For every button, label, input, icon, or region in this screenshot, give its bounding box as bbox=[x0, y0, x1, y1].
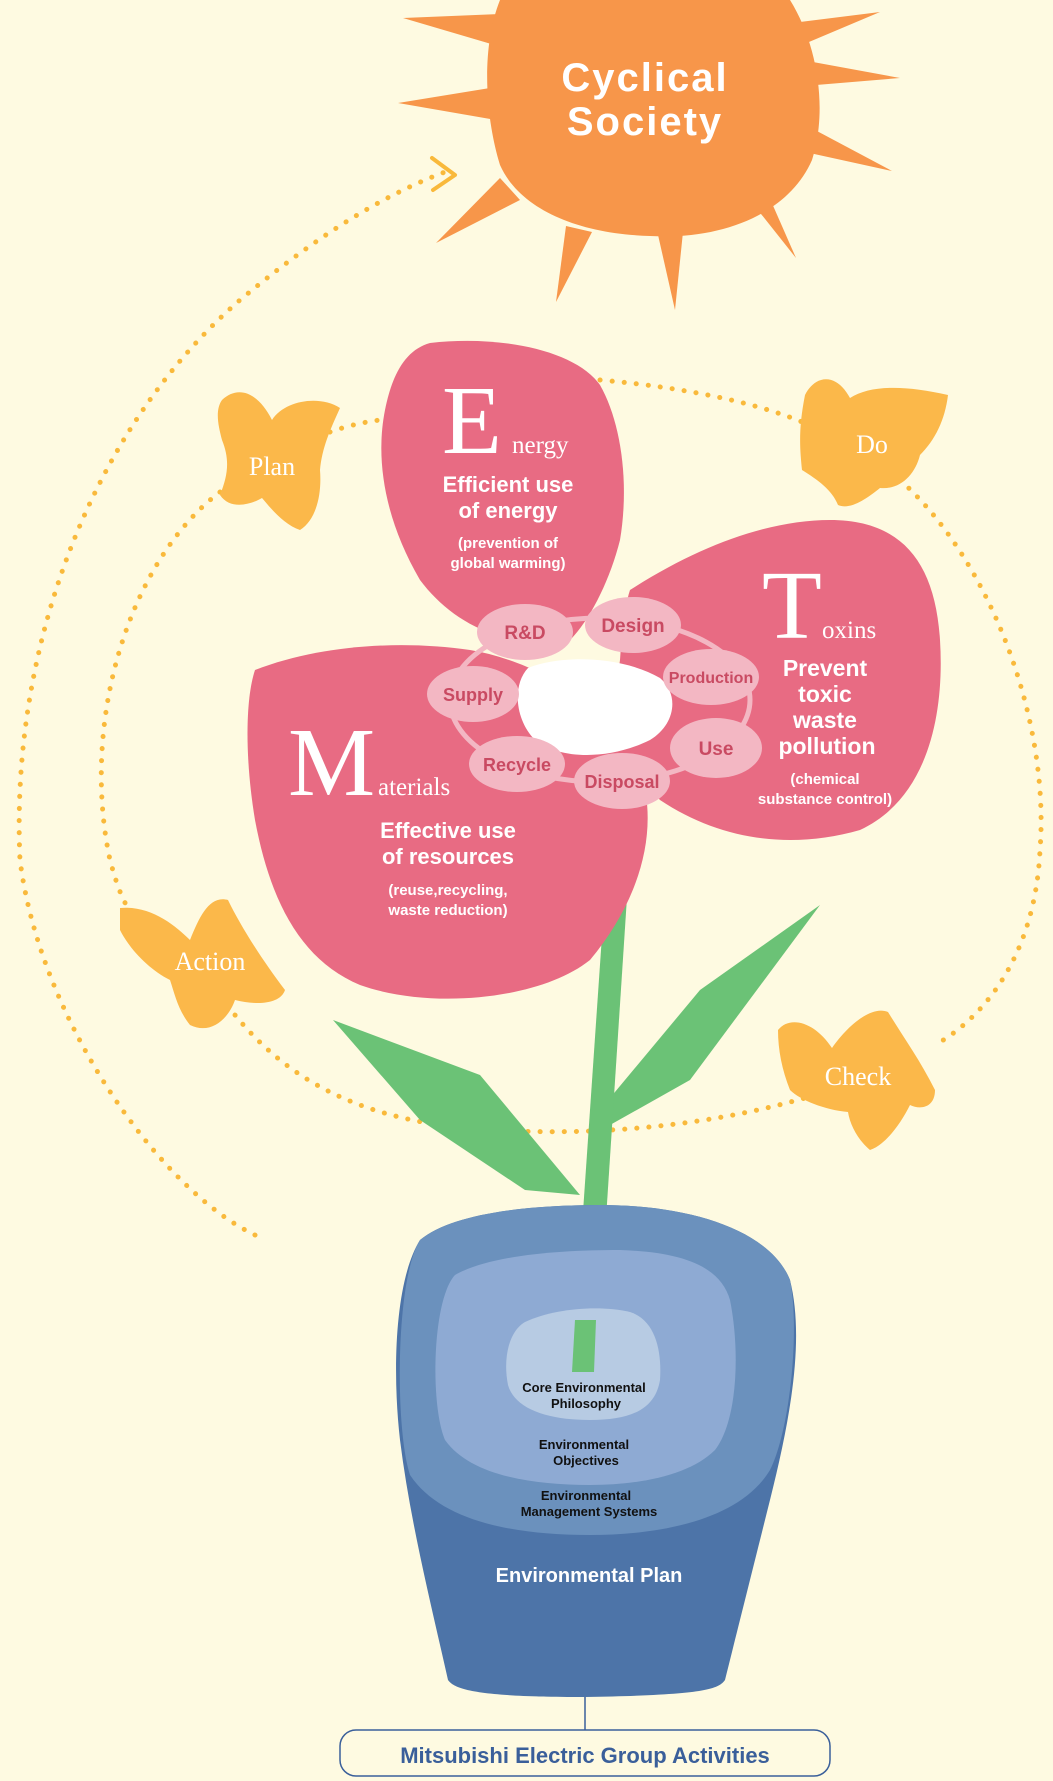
lifecycle-node-rnd-label: R&D bbox=[504, 623, 545, 644]
pot-core-line2: Philosophy bbox=[551, 1396, 622, 1411]
lifecycle-node-supply: Supply bbox=[427, 666, 519, 722]
energy-rest: nergy bbox=[512, 432, 569, 459]
butterfly-action: Action bbox=[120, 899, 285, 1029]
butterfly-do-label: Do bbox=[856, 430, 888, 459]
pot-objectives-line2: Objectives bbox=[553, 1453, 619, 1468]
materials-heading-line2: of resources bbox=[382, 844, 514, 869]
butterfly-plan-shape bbox=[217, 392, 340, 530]
energy-heading-line1: Efficient use bbox=[443, 472, 574, 497]
cycle-dotted-paths bbox=[16, 169, 1044, 1238]
toxins-heading-line3: waste bbox=[792, 707, 857, 733]
footer-box: Mitsubishi Electric Group Activities bbox=[339, 1729, 831, 1777]
footer-frame bbox=[339, 1729, 831, 1777]
cycle-arrowhead bbox=[430, 156, 457, 192]
dotted-arc-check-action bbox=[232, 1012, 818, 1135]
butterfly-check-label: Check bbox=[825, 1062, 891, 1091]
lifecycle-node-production-label: Production bbox=[669, 670, 753, 687]
toxins-heading-line2: toxic bbox=[798, 681, 852, 707]
materials-rest: aterials bbox=[378, 774, 450, 801]
sun-title-line2: Society bbox=[567, 100, 723, 144]
pot-ems-line2: Management Systems bbox=[521, 1504, 658, 1519]
leaf-right bbox=[600, 905, 820, 1125]
dotted-arc-plan-energy bbox=[327, 417, 383, 435]
dotted-arc-inner-left bbox=[98, 489, 223, 913]
lifecycle-node-supply-label: Supply bbox=[443, 685, 503, 705]
pot-core-line1: Core Environmental bbox=[522, 1380, 646, 1395]
leaf-left bbox=[333, 1020, 580, 1195]
lifecycle-node-use-label: Use bbox=[699, 739, 734, 760]
toxins-note-line1: (chemical bbox=[790, 771, 859, 788]
sun-title-line1: Cyclical bbox=[561, 56, 728, 100]
toxins-note-line2: substance control) bbox=[758, 791, 892, 808]
butterfly-action-shape bbox=[120, 899, 285, 1029]
lifecycle-node-design: Design bbox=[585, 597, 681, 653]
stem-in-pot bbox=[572, 1320, 596, 1372]
lifecycle-node-disposal-label: Disposal bbox=[584, 772, 659, 792]
lifecycle-node-disposal: Disposal bbox=[574, 753, 670, 809]
dotted-arc-energy-do bbox=[597, 377, 823, 433]
toxins-heading-line1: Prevent bbox=[783, 655, 868, 681]
butterfly-plan: Plan bbox=[217, 392, 340, 530]
toxins-heading-line4: pollution bbox=[778, 733, 875, 759]
energy-note-line2: global warming) bbox=[450, 555, 565, 572]
materials-initial: M bbox=[288, 709, 375, 817]
butterfly-do-shape bbox=[800, 379, 948, 507]
butterfly-plan-label: Plan bbox=[249, 452, 295, 481]
lifecycle-node-rnd: R&D bbox=[477, 604, 573, 660]
pot-environmental-plan: Environmental Plan bbox=[496, 1565, 683, 1587]
butterfly-action-label: Action bbox=[175, 947, 246, 976]
petal-materials-text: M aterials Effective use of resources (r… bbox=[288, 709, 516, 919]
materials-note-line1: (reuse,recycling, bbox=[388, 882, 507, 899]
lifecycle-nodes: R&D Design Production Use Disposal Recyc… bbox=[427, 597, 762, 809]
dotted-arc-outer-left bbox=[16, 169, 448, 1238]
pot-ems-line1: Environmental bbox=[541, 1488, 631, 1503]
toxins-initial: T bbox=[762, 552, 822, 660]
energy-heading-line2: of energy bbox=[458, 498, 558, 523]
lifecycle-node-use: Use bbox=[670, 718, 762, 778]
petal-energy-text: E nergy Efficient use of energy (prevent… bbox=[442, 367, 573, 572]
lifecycle-node-design-label: Design bbox=[601, 616, 664, 637]
petal-energy bbox=[381, 340, 624, 642]
materials-heading-line1: Effective use bbox=[380, 818, 516, 843]
petal-toxins-text: T oxins Prevent toxic waste pollution (c… bbox=[758, 552, 892, 808]
lifecycle-node-recycle: Recycle bbox=[469, 736, 565, 792]
sun-rays bbox=[398, 12, 900, 310]
toxins-rest: oxins bbox=[822, 617, 876, 644]
pot-objectives-line1: Environmental bbox=[539, 1437, 629, 1452]
butterfly-check: Check bbox=[778, 1010, 935, 1150]
energy-note-line1: (prevention of bbox=[458, 535, 559, 552]
footer-label: Mitsubishi Electric Group Activities bbox=[400, 1743, 770, 1768]
lifecycle-node-production: Production bbox=[663, 649, 759, 705]
butterfly-check-shape bbox=[778, 1010, 935, 1150]
sun-body bbox=[487, 0, 820, 237]
dotted-arc-do-check bbox=[897, 477, 1044, 1048]
butterfly-do: Do bbox=[800, 379, 948, 507]
materials-note-line2: waste reduction) bbox=[387, 902, 507, 919]
sun: Cyclical Society bbox=[398, 0, 900, 310]
flower-center bbox=[517, 659, 673, 755]
flower-pot: Core Environmental Philosophy Environmen… bbox=[396, 1205, 797, 1697]
lifecycle-node-recycle-label: Recycle bbox=[483, 755, 551, 775]
energy-initial: E bbox=[442, 367, 502, 475]
